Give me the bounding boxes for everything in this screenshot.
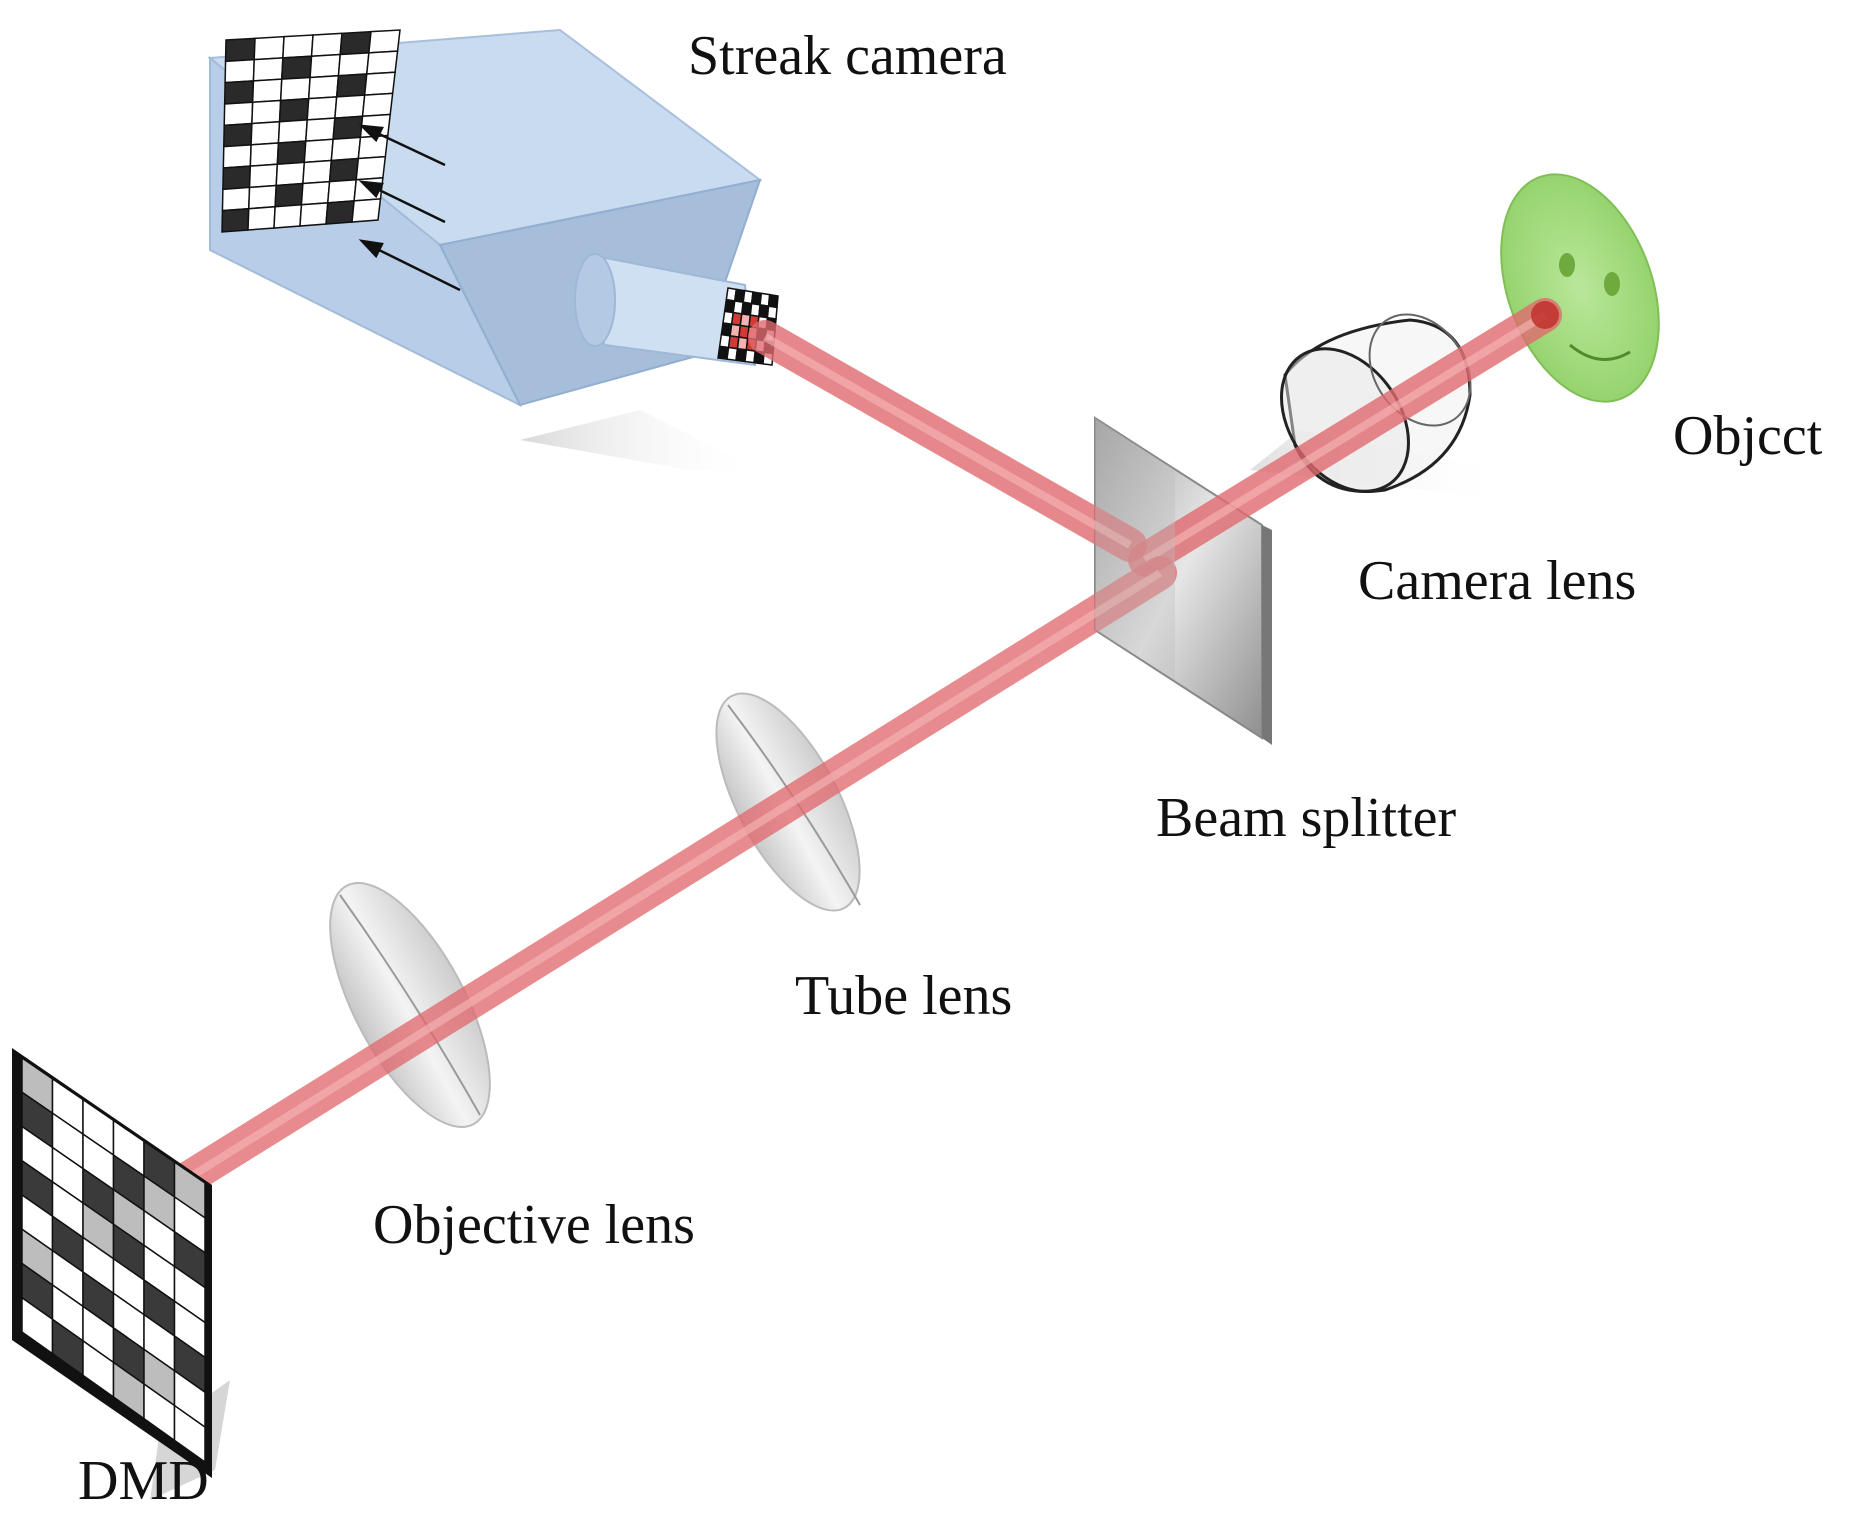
streak-pixel [248, 163, 279, 189]
label-beam-splitter: Beam splitter [1156, 787, 1457, 849]
streak-pixel [299, 202, 329, 227]
label-object: Objcct [1673, 405, 1823, 467]
object-eye-left [1559, 253, 1575, 277]
streak-pixel [357, 134, 389, 160]
streak-pixel [251, 78, 283, 104]
streak-pixel [339, 30, 372, 56]
label-dmd: DMD [78, 1450, 209, 1512]
streak-pixel [335, 73, 368, 98]
streak-pixel [278, 97, 310, 123]
streak-pixel [224, 58, 256, 84]
streak-pixel [223, 122, 253, 148]
streak-pixel [282, 34, 314, 59]
mask-pixel [766, 305, 778, 320]
dmd-device [12, 1048, 212, 1478]
streak-pixel [309, 53, 342, 79]
streak-pixel [280, 55, 313, 80]
streak-camera [207, 28, 779, 408]
streak-pixel [304, 117, 336, 142]
streak-pixel [247, 184, 278, 210]
streak-pixel [355, 155, 387, 181]
mask-pixel [767, 293, 779, 309]
object-target [1500, 173, 1660, 403]
streak-image-grid [221, 29, 401, 233]
beam-splitter [1094, 416, 1272, 745]
sweep-arrows [358, 124, 461, 292]
label-objective-lens: Objective lens [373, 1194, 695, 1256]
streak-pixel [274, 182, 304, 208]
streak-pixel [325, 200, 355, 225]
label-streak-camera: Streak camera [688, 25, 1007, 87]
streak-pixel [221, 186, 251, 212]
streak-pixel [223, 101, 254, 127]
streak-pixel [252, 57, 284, 82]
streak-pixel [253, 35, 285, 61]
streak-pixel [300, 180, 331, 206]
streak-pixel [328, 157, 360, 183]
streak-pixel [330, 136, 362, 162]
label-camera-lens: Camera lens [1358, 550, 1637, 612]
laser-beams [125, 298, 1562, 1224]
streak-pixel [365, 50, 399, 75]
streak-pixel [251, 99, 282, 125]
streak-pixel [351, 198, 382, 223]
streak-pixel [302, 159, 333, 185]
streak-pixel [250, 120, 281, 146]
streak-pixel [303, 138, 334, 164]
streak-pixel [221, 207, 250, 233]
objective-lens [329, 882, 491, 1128]
streak-pixel [310, 32, 343, 58]
streak-pixel [326, 178, 358, 204]
streak-pixel [249, 142, 280, 167]
beam-spot-object [1531, 301, 1559, 329]
dmd-mirror-grid [21, 1056, 206, 1464]
streak-pixel [276, 140, 307, 166]
streak-pixel [279, 76, 311, 102]
streak-pixel [307, 74, 340, 100]
streak-pixel [222, 144, 252, 169]
streak-pixel [334, 94, 366, 119]
streak-pixel [361, 92, 394, 118]
streak-pixel [273, 203, 303, 229]
streak-pixel [368, 29, 401, 54]
dmd-mirror [173, 1404, 206, 1464]
streak-pixel [363, 71, 396, 96]
streak-pixel [247, 205, 276, 231]
streak-pixel [337, 52, 370, 77]
label-tube-lens: Tube lens [795, 965, 1013, 1027]
streak-pixel [222, 165, 252, 191]
streak-pixel [223, 80, 255, 105]
streak-pixel [332, 115, 364, 141]
streak-pixel [306, 96, 338, 121]
streak-pixel [277, 119, 309, 144]
object-smile [1569, 343, 1631, 362]
object-eye-right [1604, 272, 1620, 296]
streak-pixel [224, 37, 256, 63]
beam-splitter-front [1095, 418, 1175, 680]
streak-pixel [275, 161, 306, 187]
